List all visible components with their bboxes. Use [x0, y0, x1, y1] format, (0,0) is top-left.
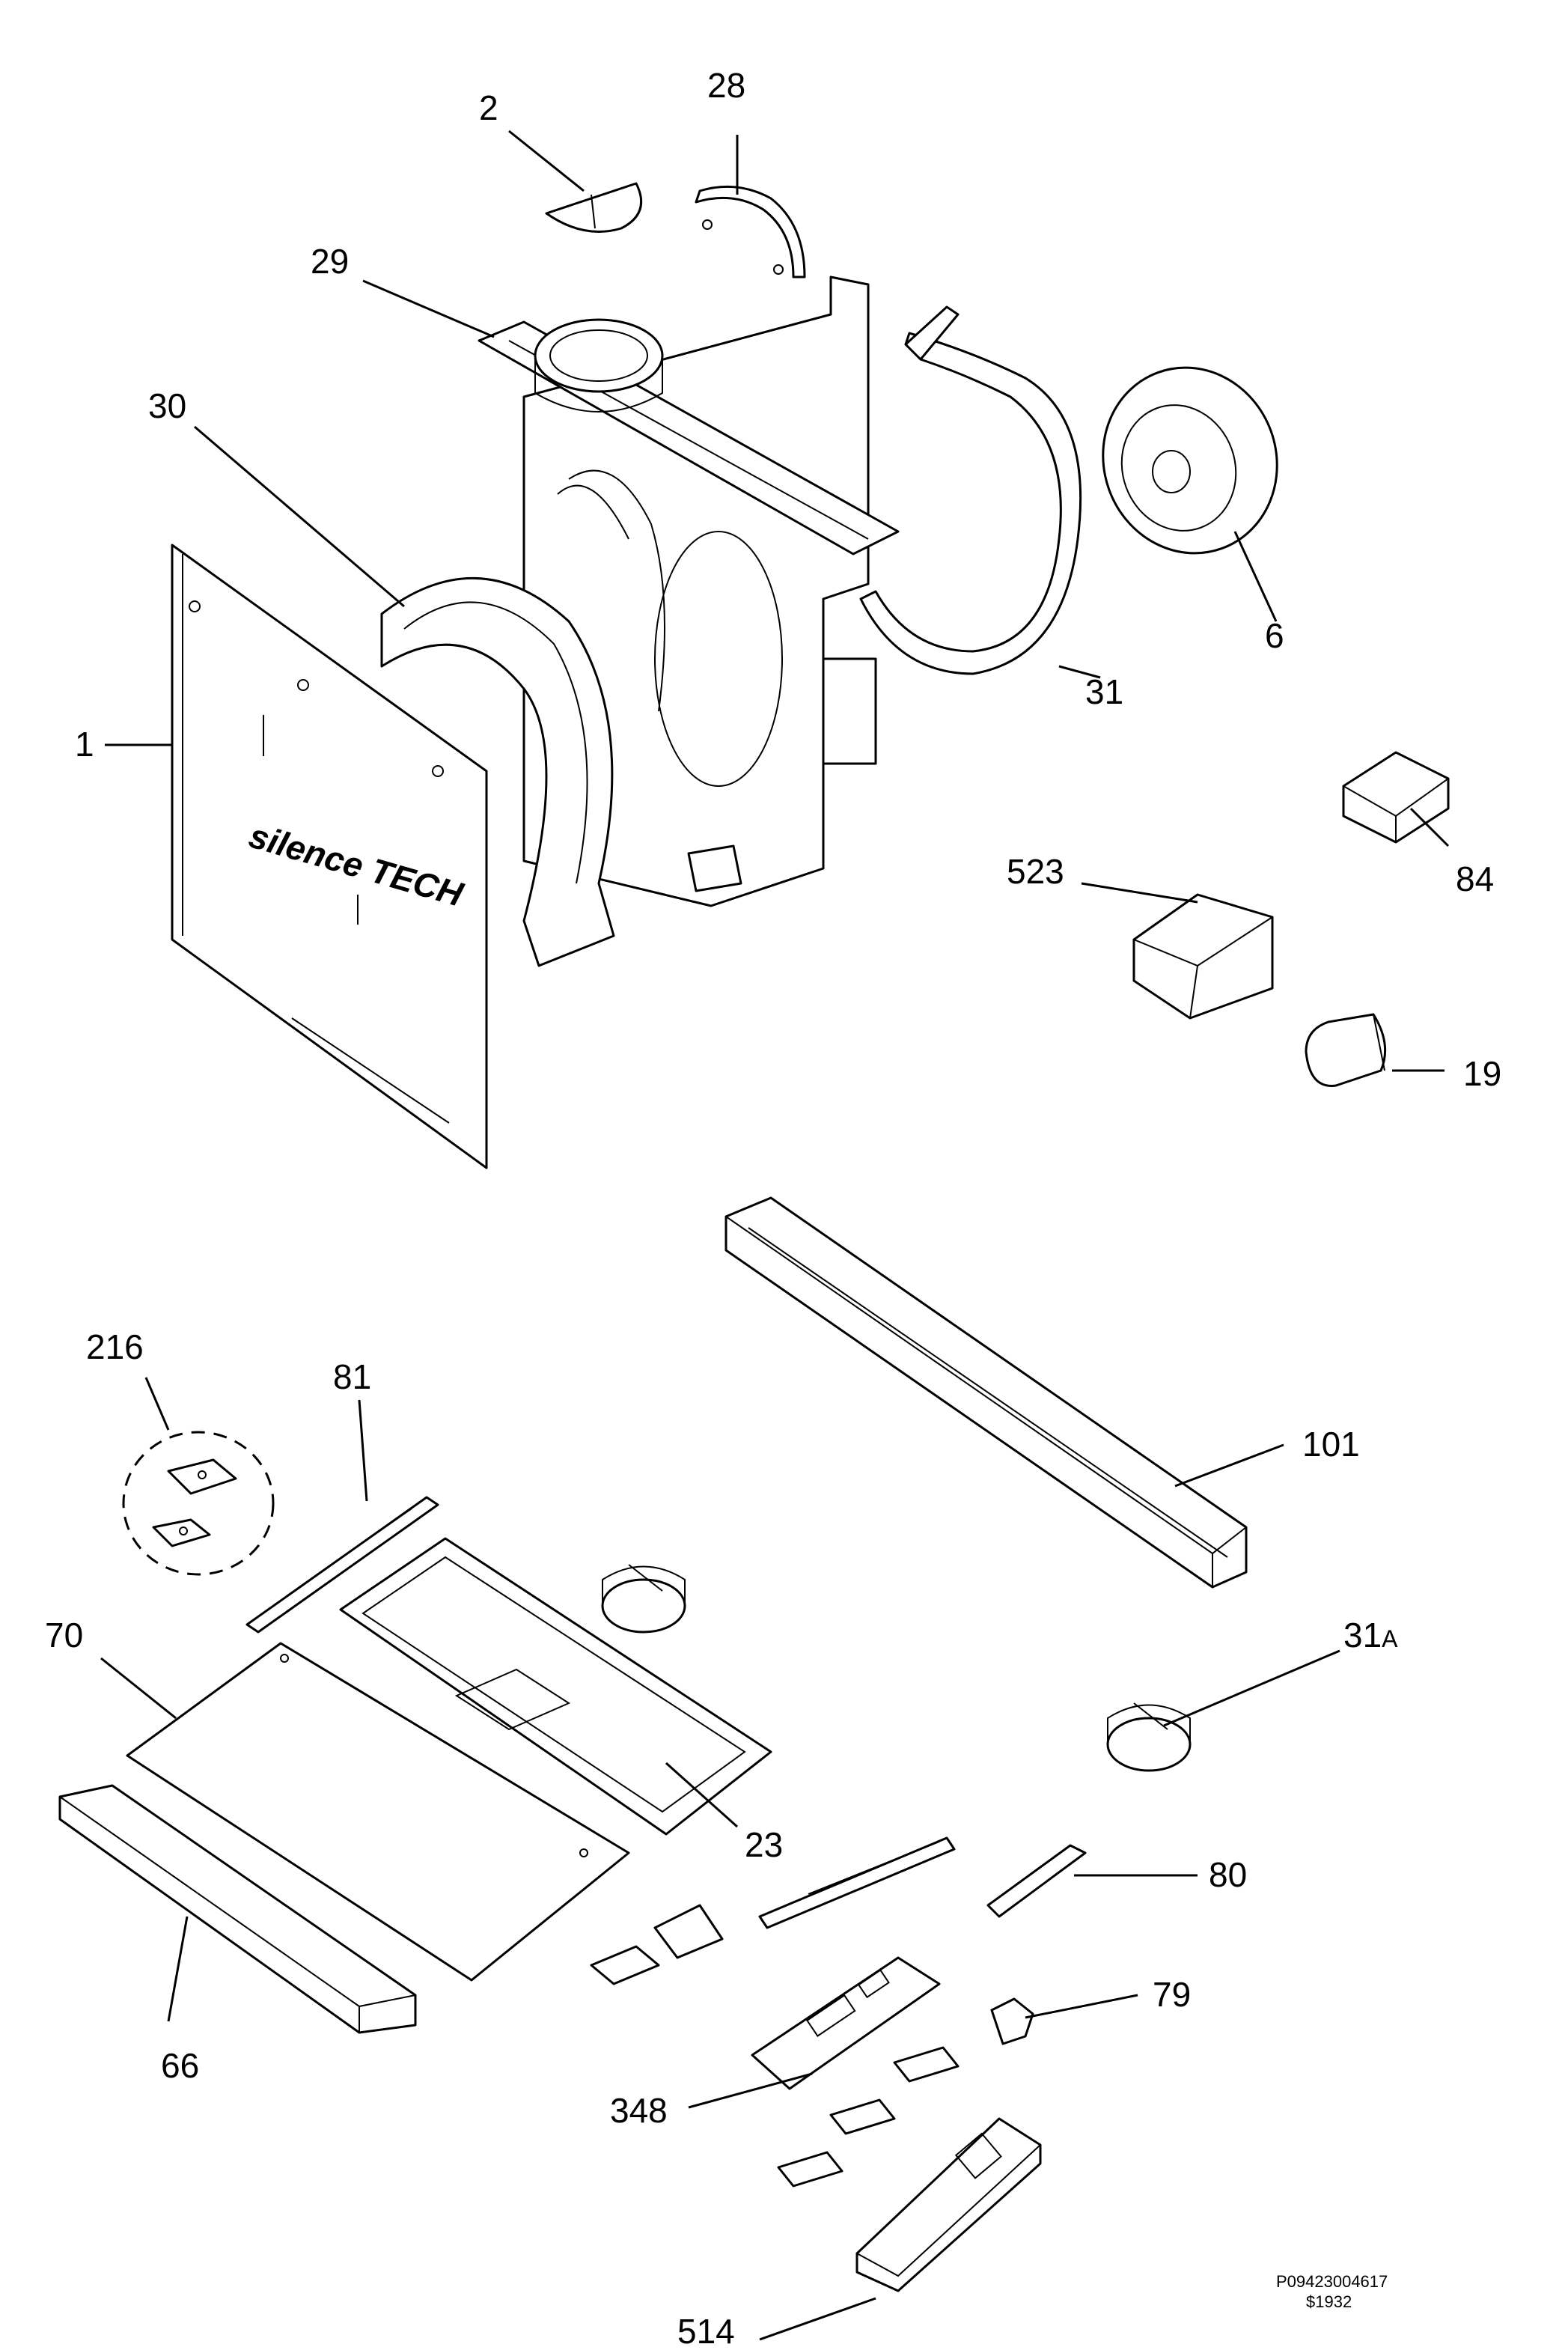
part-2-flap [545, 182, 643, 233]
doc-revision: $1932 [1306, 2292, 1352, 2311]
part-514-control-housing [855, 2117, 1042, 2292]
document-code: P09423004617 $1932 [1276, 2272, 1388, 2311]
callout-523: 523 [1007, 852, 1064, 891]
part-28-bracket [695, 185, 806, 278]
callout-23: 23 [745, 1825, 783, 1864]
part-19-lamp-holder [1305, 1013, 1387, 1087]
part-31a-knob [1106, 1702, 1192, 1772]
leader-lines [100, 130, 1450, 2341]
part-523-switch-box [1132, 893, 1274, 1020]
part-30-duct [380, 577, 615, 967]
part-101-front-bar [724, 1196, 1248, 1589]
part-23-filter-frame [339, 1537, 772, 1836]
callout-79: 79 [1153, 1975, 1191, 2014]
callout-31: 31 [1085, 672, 1123, 711]
micro-switches [777, 2046, 960, 2188]
callout-labels: 1 2 28 29 30 6 31 84 523 19 101 216 81 7… [45, 66, 1501, 2350]
part-81-slide-rail [245, 1496, 439, 1634]
part-1-front-panel: silence TECH [171, 544, 488, 1169]
callout-66: 66 [161, 2046, 199, 2085]
doc-code: P09423004617 [1276, 2272, 1388, 2291]
callout-31a: 31A [1343, 1616, 1398, 1655]
part-80-switch-strip [986, 1844, 1087, 1918]
callout-19: 19 [1463, 1054, 1501, 1093]
hinge-plates-lower [590, 1904, 724, 1985]
callout-29: 29 [311, 242, 349, 281]
callout-348: 348 [610, 2091, 668, 2130]
part-66-front-trim [58, 1784, 417, 2034]
callout-80: 80 [1209, 1855, 1247, 1894]
part-6-blower-wheel [1102, 366, 1278, 555]
callout-216: 216 [86, 1327, 144, 1366]
knob-upper [601, 1564, 686, 1634]
callout-101: 101 [1302, 1425, 1360, 1464]
part-216-hinge-kit [122, 1431, 275, 1576]
part-79-switch [990, 1997, 1034, 2045]
callout-6: 6 [1265, 616, 1284, 655]
part-70-panel [126, 1642, 630, 1982]
callout-28: 28 [707, 66, 745, 105]
part-31-flat-belt [859, 305, 1082, 675]
callout-2: 2 [479, 88, 498, 127]
callout-70: 70 [45, 1616, 83, 1655]
control-rail [758, 1836, 956, 1929]
callout-514: 514 [677, 2312, 735, 2346]
callout-81: 81 [333, 1357, 371, 1396]
callout-1: 1 [75, 725, 94, 764]
part-29-chassis [478, 276, 900, 907]
part-348-circuit-board [751, 1956, 941, 2090]
callout-84: 84 [1456, 859, 1494, 898]
callout-30: 30 [148, 386, 186, 425]
